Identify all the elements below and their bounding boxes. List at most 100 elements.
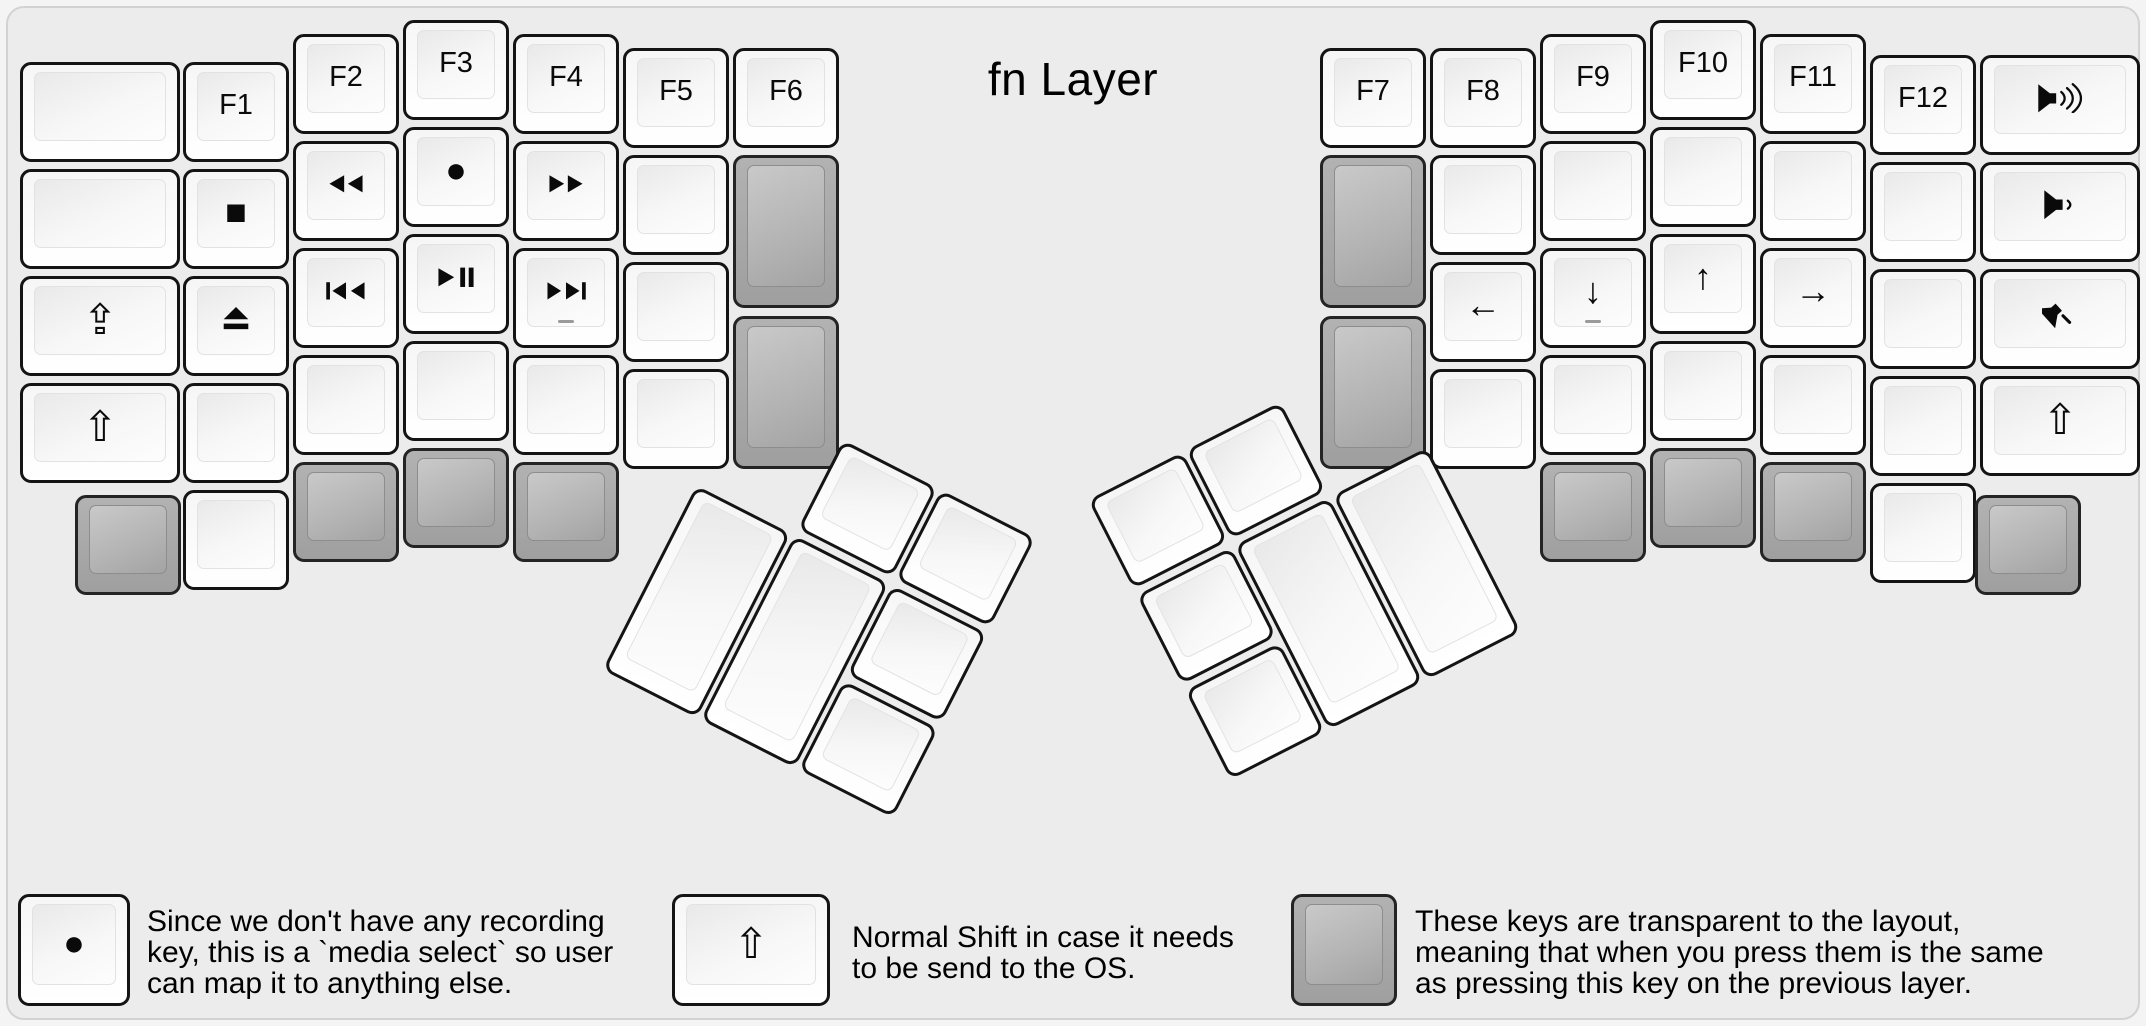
key-volume-mute[interactable] bbox=[1980, 269, 2140, 369]
keytop-face bbox=[89, 505, 167, 574]
key-blank[interactable] bbox=[1650, 127, 1756, 227]
key-blank[interactable] bbox=[20, 169, 180, 269]
keytop-face bbox=[1774, 44, 1852, 113]
keytop-face bbox=[34, 179, 166, 248]
keytop-face bbox=[417, 458, 495, 527]
key-transparent[interactable] bbox=[1975, 495, 2081, 595]
key-eject[interactable] bbox=[183, 276, 289, 376]
keytop-face bbox=[1444, 379, 1522, 448]
key-next-track[interactable] bbox=[513, 248, 619, 348]
keytop-face bbox=[1994, 386, 2126, 455]
key-transparent[interactable] bbox=[1320, 155, 1426, 308]
keytop-face bbox=[1664, 458, 1742, 527]
key-blank[interactable] bbox=[623, 369, 729, 469]
keytop-face bbox=[1444, 272, 1522, 341]
f12-label: F12 bbox=[1898, 81, 1948, 114]
key-f9[interactable]: F9 bbox=[1540, 34, 1646, 134]
key-prev-track[interactable] bbox=[293, 248, 399, 348]
key-transparent[interactable] bbox=[403, 448, 509, 548]
key-blank[interactable] bbox=[623, 262, 729, 362]
key-blank[interactable] bbox=[1430, 369, 1536, 469]
keytop-face bbox=[197, 393, 275, 462]
key-transparent[interactable] bbox=[1760, 462, 1866, 562]
key-blank[interactable] bbox=[20, 62, 180, 162]
key-blank[interactable] bbox=[293, 355, 399, 455]
key-transparent[interactable] bbox=[733, 316, 839, 469]
key-shift-right[interactable]: ⇧ bbox=[1980, 376, 2140, 476]
keytop-face bbox=[417, 244, 495, 313]
key-blank[interactable] bbox=[1540, 141, 1646, 241]
key-f3[interactable]: F3 bbox=[403, 20, 509, 120]
key-f5[interactable]: F5 bbox=[623, 48, 729, 148]
key-blank[interactable] bbox=[183, 383, 289, 483]
f3-label: F3 bbox=[439, 46, 473, 79]
key-volume-down[interactable] bbox=[1980, 162, 2140, 262]
keytop-face bbox=[869, 600, 970, 698]
key-blank[interactable] bbox=[1870, 269, 1976, 369]
f8-label: F8 bbox=[1466, 74, 1500, 107]
key-fast-forward[interactable] bbox=[513, 141, 619, 241]
rewind-icon bbox=[296, 144, 396, 224]
keytop-face bbox=[1334, 58, 1412, 127]
keytop-face bbox=[637, 165, 715, 234]
key-legend-sample-normal-shift: ⇧ bbox=[672, 894, 830, 1006]
key-f10[interactable]: F10 bbox=[1650, 20, 1756, 120]
key-transparent[interactable] bbox=[75, 495, 181, 595]
key-transparent[interactable] bbox=[293, 462, 399, 562]
media-stop-icon: ■ bbox=[225, 191, 247, 232]
key-blank[interactable] bbox=[1870, 376, 1976, 476]
key-f4[interactable]: F4 bbox=[513, 34, 619, 134]
key-caps-lock[interactable]: ⇪ bbox=[20, 276, 180, 376]
key-arrow-right[interactable]: → bbox=[1760, 248, 1866, 348]
keytop-face bbox=[747, 326, 825, 448]
keytop-face bbox=[686, 904, 816, 985]
key-transparent[interactable] bbox=[1650, 448, 1756, 548]
key-blank[interactable] bbox=[1870, 162, 1976, 262]
keytop-face bbox=[1153, 562, 1255, 660]
arrow-right-icon: → bbox=[1795, 270, 1831, 311]
key-play-pause[interactable] bbox=[403, 234, 509, 334]
keytop-face bbox=[1994, 279, 2126, 348]
keytop-face bbox=[1774, 258, 1852, 327]
keytop-face bbox=[1444, 165, 1522, 234]
key-f2[interactable]: F2 bbox=[293, 34, 399, 134]
key-blank[interactable] bbox=[1540, 355, 1646, 455]
key-arrow-left[interactable]: ← bbox=[1430, 262, 1536, 362]
key-blank[interactable] bbox=[1650, 341, 1756, 441]
key-arrow-down[interactable]: ↓ bbox=[1540, 248, 1646, 348]
keytop-face bbox=[527, 44, 605, 113]
key-arrow-up[interactable]: ↑ bbox=[1650, 234, 1756, 334]
key-volume-up[interactable] bbox=[1980, 55, 2140, 155]
key-blank[interactable] bbox=[623, 155, 729, 255]
key-media-select-record[interactable]: ● bbox=[403, 127, 509, 227]
key-f11[interactable]: F11 bbox=[1760, 34, 1866, 134]
key-f1[interactable]: F1 bbox=[183, 62, 289, 162]
key-transparent[interactable] bbox=[733, 155, 839, 308]
key-f12[interactable]: F12 bbox=[1870, 55, 1976, 155]
key-transparent[interactable] bbox=[1540, 462, 1646, 562]
key-blank[interactable] bbox=[513, 355, 619, 455]
key-shift-left[interactable]: ⇧ bbox=[20, 383, 180, 483]
keytop-face bbox=[1884, 493, 1962, 562]
keytop-face bbox=[1989, 505, 2067, 574]
vol-down-icon bbox=[1983, 165, 2137, 245]
key-blank[interactable] bbox=[1760, 141, 1866, 241]
key-blank[interactable] bbox=[1870, 483, 1976, 583]
key-blank[interactable] bbox=[1430, 155, 1536, 255]
keytop-face bbox=[197, 179, 275, 248]
keytop-face bbox=[417, 137, 495, 206]
key-blank[interactable] bbox=[403, 341, 509, 441]
key-f6[interactable]: F6 bbox=[733, 48, 839, 148]
key-f7[interactable]: F7 bbox=[1320, 48, 1426, 148]
key-media-stop[interactable]: ■ bbox=[183, 169, 289, 269]
key-legend-sample-transparent bbox=[1291, 894, 1397, 1006]
key-rewind[interactable] bbox=[293, 141, 399, 241]
homing-dash bbox=[558, 320, 574, 323]
key-transparent[interactable] bbox=[1320, 316, 1426, 469]
key-blank[interactable] bbox=[183, 490, 289, 590]
key-f8[interactable]: F8 bbox=[1430, 48, 1536, 148]
key-transparent[interactable] bbox=[513, 462, 619, 562]
key-blank[interactable] bbox=[1760, 355, 1866, 455]
keytop-face bbox=[1305, 904, 1383, 985]
mute-icon bbox=[1983, 272, 2137, 352]
